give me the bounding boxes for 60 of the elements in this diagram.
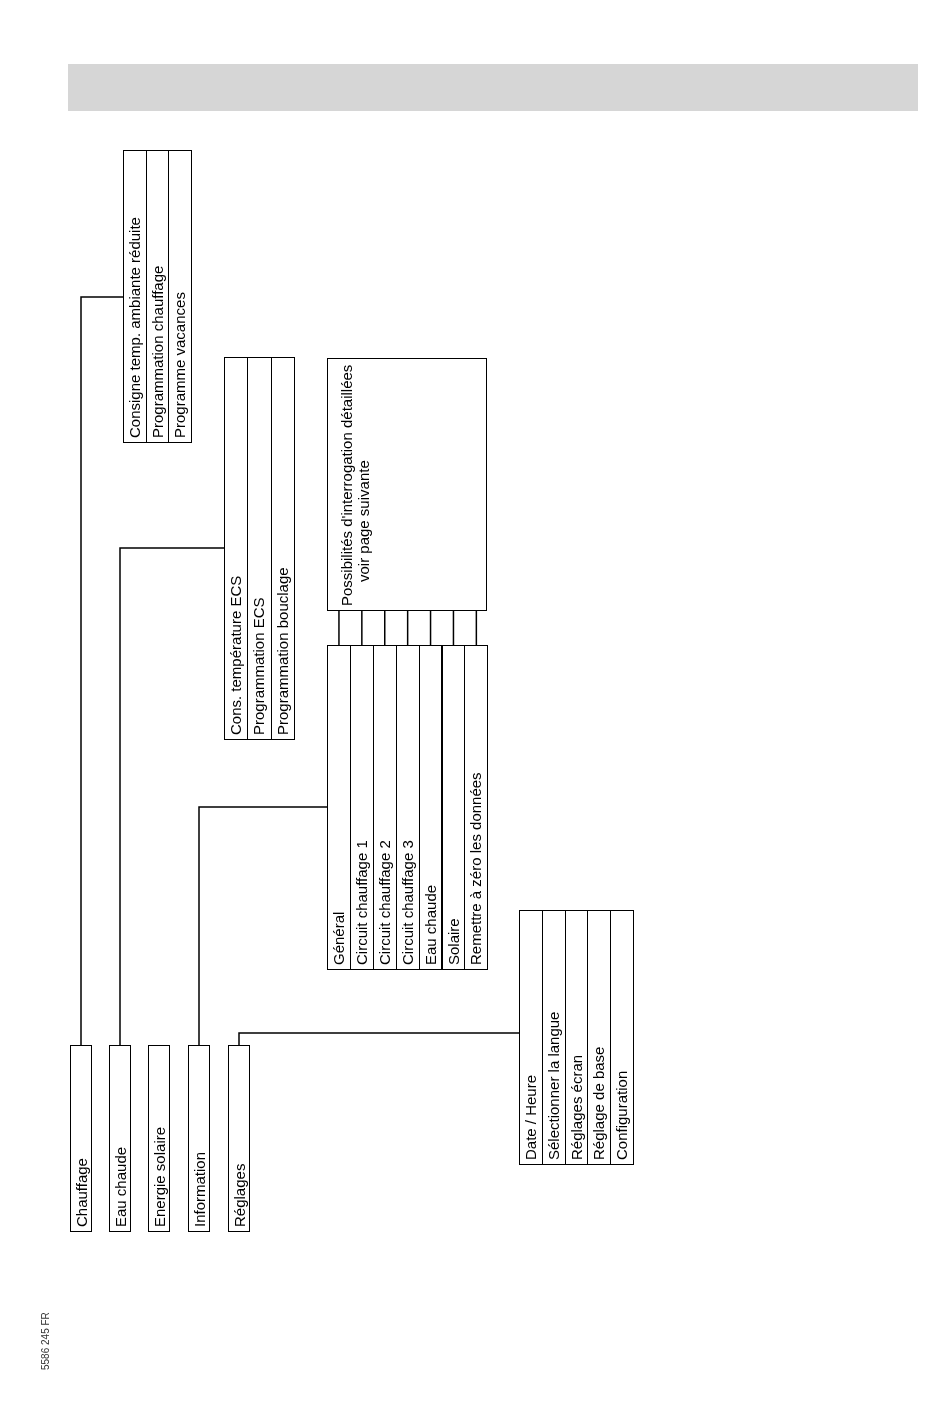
menu-item-box	[188, 1045, 210, 1232]
menu-label: Date / Heure	[522, 1074, 539, 1160]
connector-line	[429, 610, 432, 646]
menu-item-box	[168, 150, 193, 443]
connector-line	[80, 296, 124, 1046]
menu-label: Programme vacances	[171, 292, 189, 438]
menu-label: Réglages	[231, 1163, 248, 1227]
document-number: 5586 245 FR	[40, 1312, 51, 1370]
menu-label: Solaire	[444, 918, 462, 965]
connector-line	[119, 547, 225, 1046]
menu-label: Consigne temp. ambiante réduite	[126, 217, 143, 438]
menu-item-box	[270, 357, 295, 740]
menu-item-box	[587, 910, 612, 1165]
menu-item-box	[541, 910, 566, 1165]
connector-line	[475, 610, 478, 646]
connector-line	[198, 806, 328, 1046]
menu-label: Programmation chauffage	[148, 265, 166, 438]
menu-label: Chauffage	[73, 1158, 90, 1227]
menu-label: Programmation ECS	[250, 597, 268, 735]
menu-item-box	[519, 910, 543, 1165]
menu-label: Sélectionner la langue	[544, 1011, 562, 1160]
menu-item-box	[224, 357, 249, 740]
connector-line	[338, 610, 340, 646]
menu-item-box	[228, 1045, 250, 1232]
menu-label: Remettre à zéro les données	[467, 772, 485, 965]
menu-item-box	[464, 645, 489, 970]
connector-line	[406, 610, 409, 646]
menu-label: Général	[330, 911, 347, 965]
menu-item-box	[610, 910, 634, 1165]
menu-item-box	[148, 1045, 170, 1232]
menu-label: Configuration	[613, 1070, 631, 1160]
menu-label: Information	[191, 1151, 208, 1227]
menu-item-box	[349, 645, 374, 970]
menu-item-box	[247, 357, 272, 740]
menu-item-box	[70, 1045, 92, 1232]
connector-line	[452, 610, 455, 646]
menu-label: Circuit chauffage 1	[352, 840, 370, 965]
menu-label: Réglage de base	[590, 1046, 608, 1160]
menu-item-box	[395, 645, 420, 970]
menu-item-box	[123, 150, 147, 443]
menu-item-box	[109, 1045, 131, 1232]
menu-label: Programmation bouclage	[273, 567, 291, 735]
connector-line	[384, 610, 386, 646]
menu-label: Eau chaude	[112, 1146, 129, 1227]
menu-item-box	[418, 645, 443, 970]
menu-item-box	[441, 645, 466, 970]
note-text: Possibilités d'interrogation détaillées voir page suivante	[338, 363, 372, 606]
menu-label: Cons. température ECS	[227, 575, 244, 735]
menu-item-box	[372, 645, 397, 970]
connector-line	[238, 1032, 520, 1046]
menu-label: Eau chaude	[421, 884, 439, 965]
menu-label: Circuit chauffage 3	[398, 840, 416, 965]
menu-label: Circuit chauffage 2	[375, 840, 393, 965]
menu-label: Réglages écran	[567, 1054, 585, 1160]
menu-item-box	[327, 645, 351, 970]
note-box	[327, 358, 487, 611]
connector-line	[361, 610, 363, 646]
menu-item-box	[564, 910, 589, 1165]
menu-item-box	[145, 150, 170, 443]
menu-label: Energie solaire	[151, 1126, 168, 1227]
